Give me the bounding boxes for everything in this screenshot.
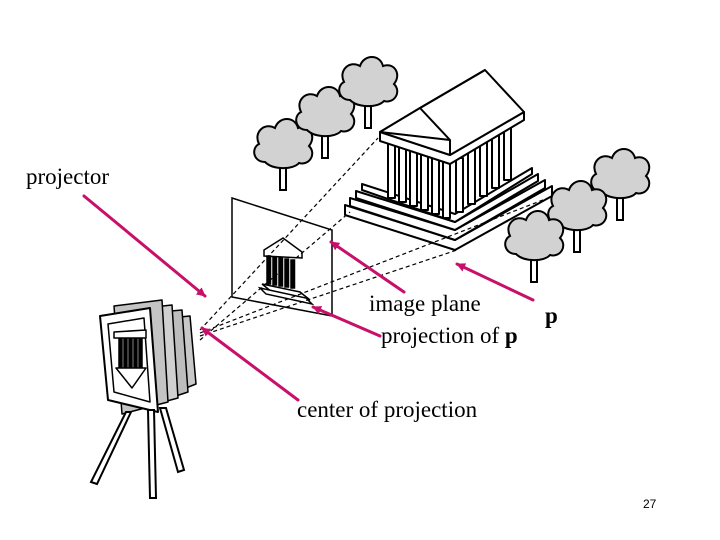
page-number: 27	[643, 497, 657, 511]
projection-rays	[199, 137, 549, 341]
tree-icon	[504, 210, 565, 283]
projection-of-text: projection of	[381, 323, 500, 348]
camera-icon	[99, 299, 197, 415]
tripod-icon	[89, 407, 186, 499]
temple-icon	[344, 69, 553, 251]
point-p-label: p	[545, 303, 558, 328]
projector-label: projector	[26, 164, 110, 189]
image-plane-label: image plane	[369, 291, 481, 316]
center-of-projection-label: center of projection	[297, 397, 478, 422]
projection-of-p-label: projection of p	[381, 324, 518, 347]
image-plane-icon	[231, 196, 333, 317]
label-arrows	[82, 194, 535, 402]
projection-of-point: p	[504, 323, 518, 348]
